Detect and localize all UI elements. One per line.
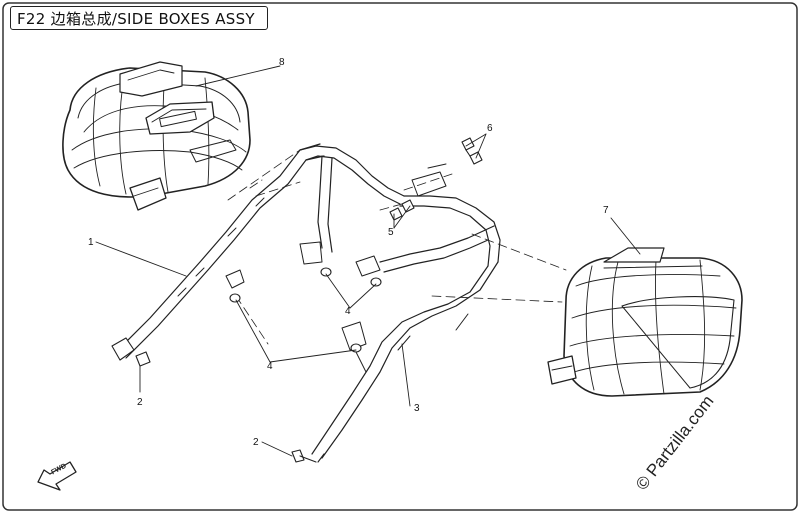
callout-4b: 4 — [345, 306, 351, 317]
diagram-title: F22 边箱总成/SIDE BOXES ASSY — [10, 6, 268, 30]
callout-6: 6 — [487, 123, 493, 134]
callout-2a: 2 — [137, 397, 143, 408]
alignment-dashes — [227, 149, 567, 345]
callout-5: 5 — [388, 227, 394, 238]
rack-tube-front — [111, 143, 405, 361]
side-box-right — [547, 247, 743, 397]
callout-1: 1 — [88, 237, 94, 248]
callout-2b: 2 — [253, 437, 259, 448]
side-box-left — [62, 61, 251, 211]
callout-8: 8 — [279, 57, 285, 68]
callout-3: 3 — [414, 403, 420, 414]
hardware-parts — [135, 137, 483, 463]
callout-4a: 4 — [267, 361, 273, 372]
fwd-arrow-icon — [37, 461, 77, 491]
callout-7: 7 — [603, 205, 609, 216]
leader-lines — [95, 65, 641, 457]
